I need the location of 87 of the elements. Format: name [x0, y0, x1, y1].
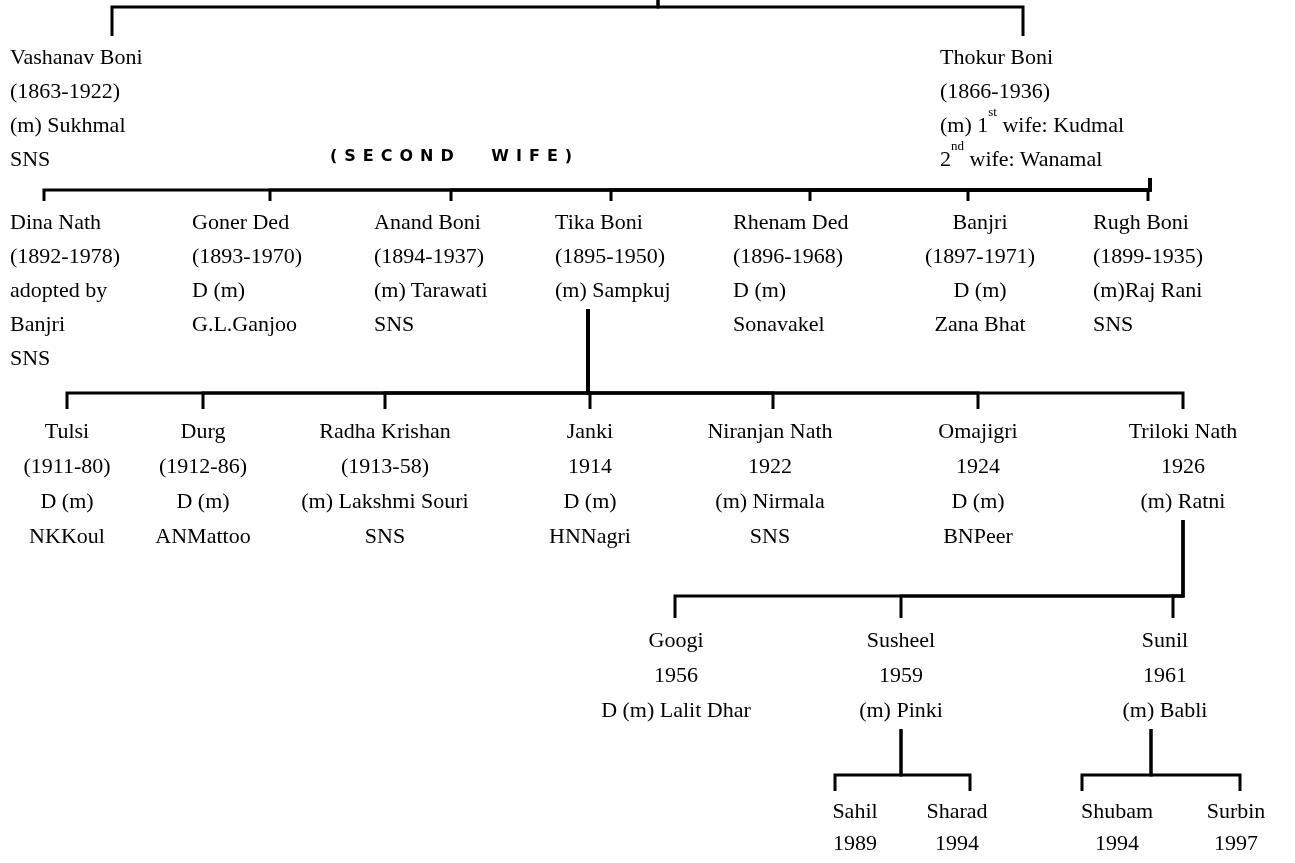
life-dates: (1892-1978)	[10, 242, 121, 270]
spouse-note: D (m)	[950, 487, 1006, 515]
person-name: Sunil	[1140, 626, 1190, 654]
family-note: SNS	[748, 522, 792, 550]
life-dates: (1863-1922)	[10, 77, 121, 105]
family-note: Zana Bhat	[933, 310, 1027, 338]
spouse-note: D (m)	[175, 487, 231, 515]
family-tree-line	[1149, 729, 1242, 791]
person-name: Thokur Boni	[940, 43, 1055, 71]
person-name: Surbin	[1205, 797, 1267, 825]
family-note: SNS	[374, 310, 416, 338]
spouse-note: adopted by	[10, 276, 109, 304]
person-name: Susheel	[865, 626, 937, 654]
person-name: Googi	[647, 626, 705, 654]
person-name: Dina Nath	[10, 208, 103, 236]
family-note: SNS	[363, 522, 407, 550]
person-name: Banjri	[951, 208, 1009, 236]
spouse-note: (m) Nirmala	[714, 487, 826, 515]
family-note: Sonavakel	[733, 310, 826, 338]
spouse-note: (m) 1$^{st}$ wife: Kudmal	[940, 108, 1126, 139]
family-tree-line	[1171, 520, 1185, 618]
life-dates: (1896-1968)	[733, 242, 844, 270]
spouse-note: (m) Babli	[1121, 696, 1209, 724]
life-dates: 1956	[653, 661, 699, 689]
family-note: ANMattoo	[154, 522, 252, 550]
life-dates: (1911-80)	[22, 452, 112, 480]
life-dates: 1989	[832, 829, 878, 857]
spouse-note: D (m)	[733, 276, 788, 304]
person-name: Omajigri	[937, 417, 1019, 445]
family-tree-line	[899, 729, 972, 791]
family-tree-line	[586, 309, 1185, 409]
life-dates: 1924	[955, 452, 1001, 480]
person-name: Anand Boni	[374, 208, 482, 236]
family-note: SNS	[10, 344, 52, 372]
spouse-note: D (m)	[952, 276, 1008, 304]
life-dates: (1912-86)	[158, 452, 248, 480]
family-note: Banjri	[10, 310, 66, 338]
life-dates: 1914	[567, 452, 613, 480]
person-name: Janki	[565, 417, 615, 445]
spouse-note: D (m)	[39, 487, 95, 515]
person-name: Tulsi	[43, 417, 91, 445]
life-dates: (1897-1971)	[924, 242, 1036, 270]
life-dates: (1893-1970)	[192, 242, 303, 270]
person-name: Radha Krishan	[318, 417, 452, 445]
family-note: HNNagri	[548, 522, 632, 550]
life-dates: 1926	[1160, 452, 1206, 480]
section-heading: (SECOND WIFE)	[330, 146, 580, 165]
family-note: NKKoul	[28, 522, 106, 550]
family-note: SNS	[1093, 310, 1135, 338]
person-name: Rugh Boni	[1093, 208, 1190, 236]
person-name: Shubam	[1079, 797, 1155, 825]
life-dates: (1899-1935)	[1093, 242, 1204, 270]
life-dates: 1961	[1142, 661, 1188, 689]
spouse-note: D (m)	[192, 276, 247, 304]
spouse-note: (m) Sampkuj	[555, 276, 672, 304]
spouse-note: (m) Ratni	[1139, 487, 1227, 515]
life-dates: (1894-1937)	[374, 242, 485, 270]
family-note: G.L.Ganjoo	[192, 310, 299, 338]
person-name: Niranjan Nath	[706, 417, 834, 445]
person-name: Durg	[179, 417, 227, 445]
life-dates: (1913-58)	[340, 452, 430, 480]
spouse-note: (m) Tarawati	[374, 276, 489, 304]
life-dates: 1922	[747, 452, 793, 480]
family-tree-line	[1146, 178, 1152, 201]
life-dates: (1895-1950)	[555, 242, 666, 270]
life-dates: 1994	[1094, 829, 1140, 857]
family-tree-line	[656, 0, 1025, 36]
person-name: Vashanav Boni	[10, 43, 144, 71]
family-note: SNS	[10, 145, 52, 173]
spouse-note: D (m)	[562, 487, 618, 515]
person-name: Rhenam Ded	[733, 208, 850, 236]
life-dates: 1997	[1213, 829, 1259, 857]
spouse-note: D (m) Lalit Dhar	[600, 696, 752, 724]
spouse-note: (m) Lakshmi Souri	[300, 487, 470, 515]
person-name: Sahil	[831, 797, 879, 825]
family-note: 2$^{nd}$ wife: Wanamal	[940, 142, 1104, 173]
life-dates: 1959	[878, 661, 924, 689]
person-name: Goner Ded	[192, 208, 291, 236]
person-name: Tika Boni	[555, 208, 644, 236]
spouse-note: (m) Sukhmal	[10, 111, 127, 139]
person-name: Triloki Nath	[1127, 417, 1239, 445]
life-dates: (1866-1936)	[940, 77, 1051, 105]
person-name: Sharad	[925, 797, 989, 825]
spouse-note: (m) Pinki	[858, 696, 944, 724]
life-dates: 1994	[934, 829, 980, 857]
family-note: BNPeer	[942, 522, 1014, 550]
spouse-note: (m)Raj Rani	[1093, 276, 1204, 304]
